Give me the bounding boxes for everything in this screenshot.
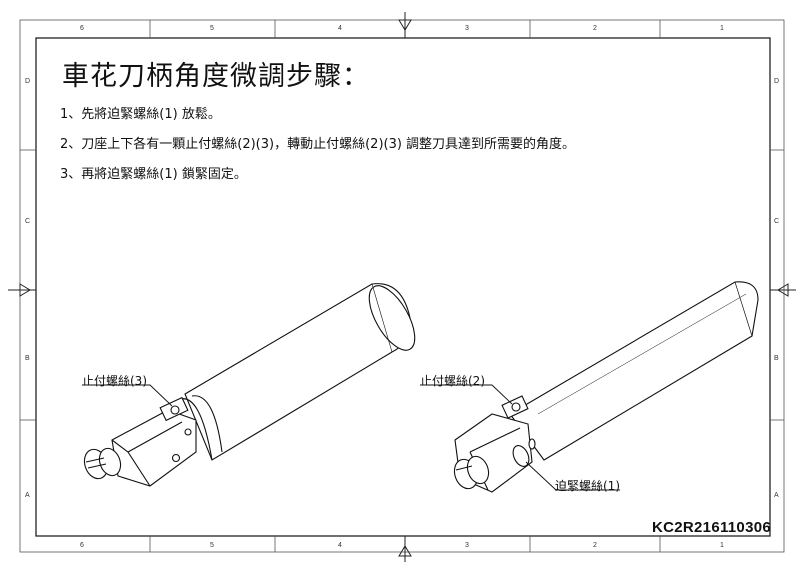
zone-row-c-right: C xyxy=(774,218,780,225)
zone-col-6: 6 xyxy=(80,25,84,32)
step-2-text: 2、刀座上下各有一顆止付螺絲(2)(3)，轉動止付螺絲(2)(3) 調整刀具達到… xyxy=(60,137,576,152)
drawing-code: KC2R216110306 xyxy=(652,519,771,536)
zone-col-1-bottom: 1 xyxy=(720,542,724,549)
callout-set-screw-2: 止付螺絲(2) xyxy=(420,374,485,388)
leader-line-set-screw-3 xyxy=(82,384,173,407)
zone-row-c: C xyxy=(25,218,31,225)
zone-row-d-right: D xyxy=(774,78,780,85)
zone-col-1: 1 xyxy=(720,25,724,32)
zone-row-a-right: A xyxy=(774,492,779,499)
tool-holder-right xyxy=(453,281,759,493)
zone-col-4: 4 xyxy=(338,25,342,32)
page-title: 車花刀柄角度微調步驟： xyxy=(62,61,370,92)
step-1-text: 1、先將迫緊螺絲(1) 放鬆。 xyxy=(60,107,221,122)
zone-col-2-bottom: 2 xyxy=(593,542,597,549)
zone-row-a: A xyxy=(25,492,30,499)
zone-row-d: D xyxy=(25,78,31,85)
zone-col-3-bottom: 3 xyxy=(465,542,469,549)
callout-clamp-screw-1: 迫緊螺絲(1) xyxy=(555,479,620,493)
zone-col-6-bottom: 6 xyxy=(80,542,84,549)
zone-row-b: B xyxy=(25,355,30,362)
zone-col-4-bottom: 4 xyxy=(338,542,342,549)
leader-line-clamp-screw-1 xyxy=(525,461,620,491)
zone-col-5-bottom: 5 xyxy=(210,542,214,549)
leader-line-set-screw-2 xyxy=(420,384,513,405)
zone-row-b-right: B xyxy=(774,355,779,362)
zone-col-5: 5 xyxy=(210,25,214,32)
zone-col-3: 3 xyxy=(465,25,469,32)
tool-holder-left xyxy=(83,283,416,487)
zone-col-2: 2 xyxy=(593,25,597,32)
callout-set-screw-3: 止付螺絲(3) xyxy=(82,374,147,388)
step-3-text: 3、再將迫緊螺絲(1) 鎖緊固定。 xyxy=(60,167,247,182)
